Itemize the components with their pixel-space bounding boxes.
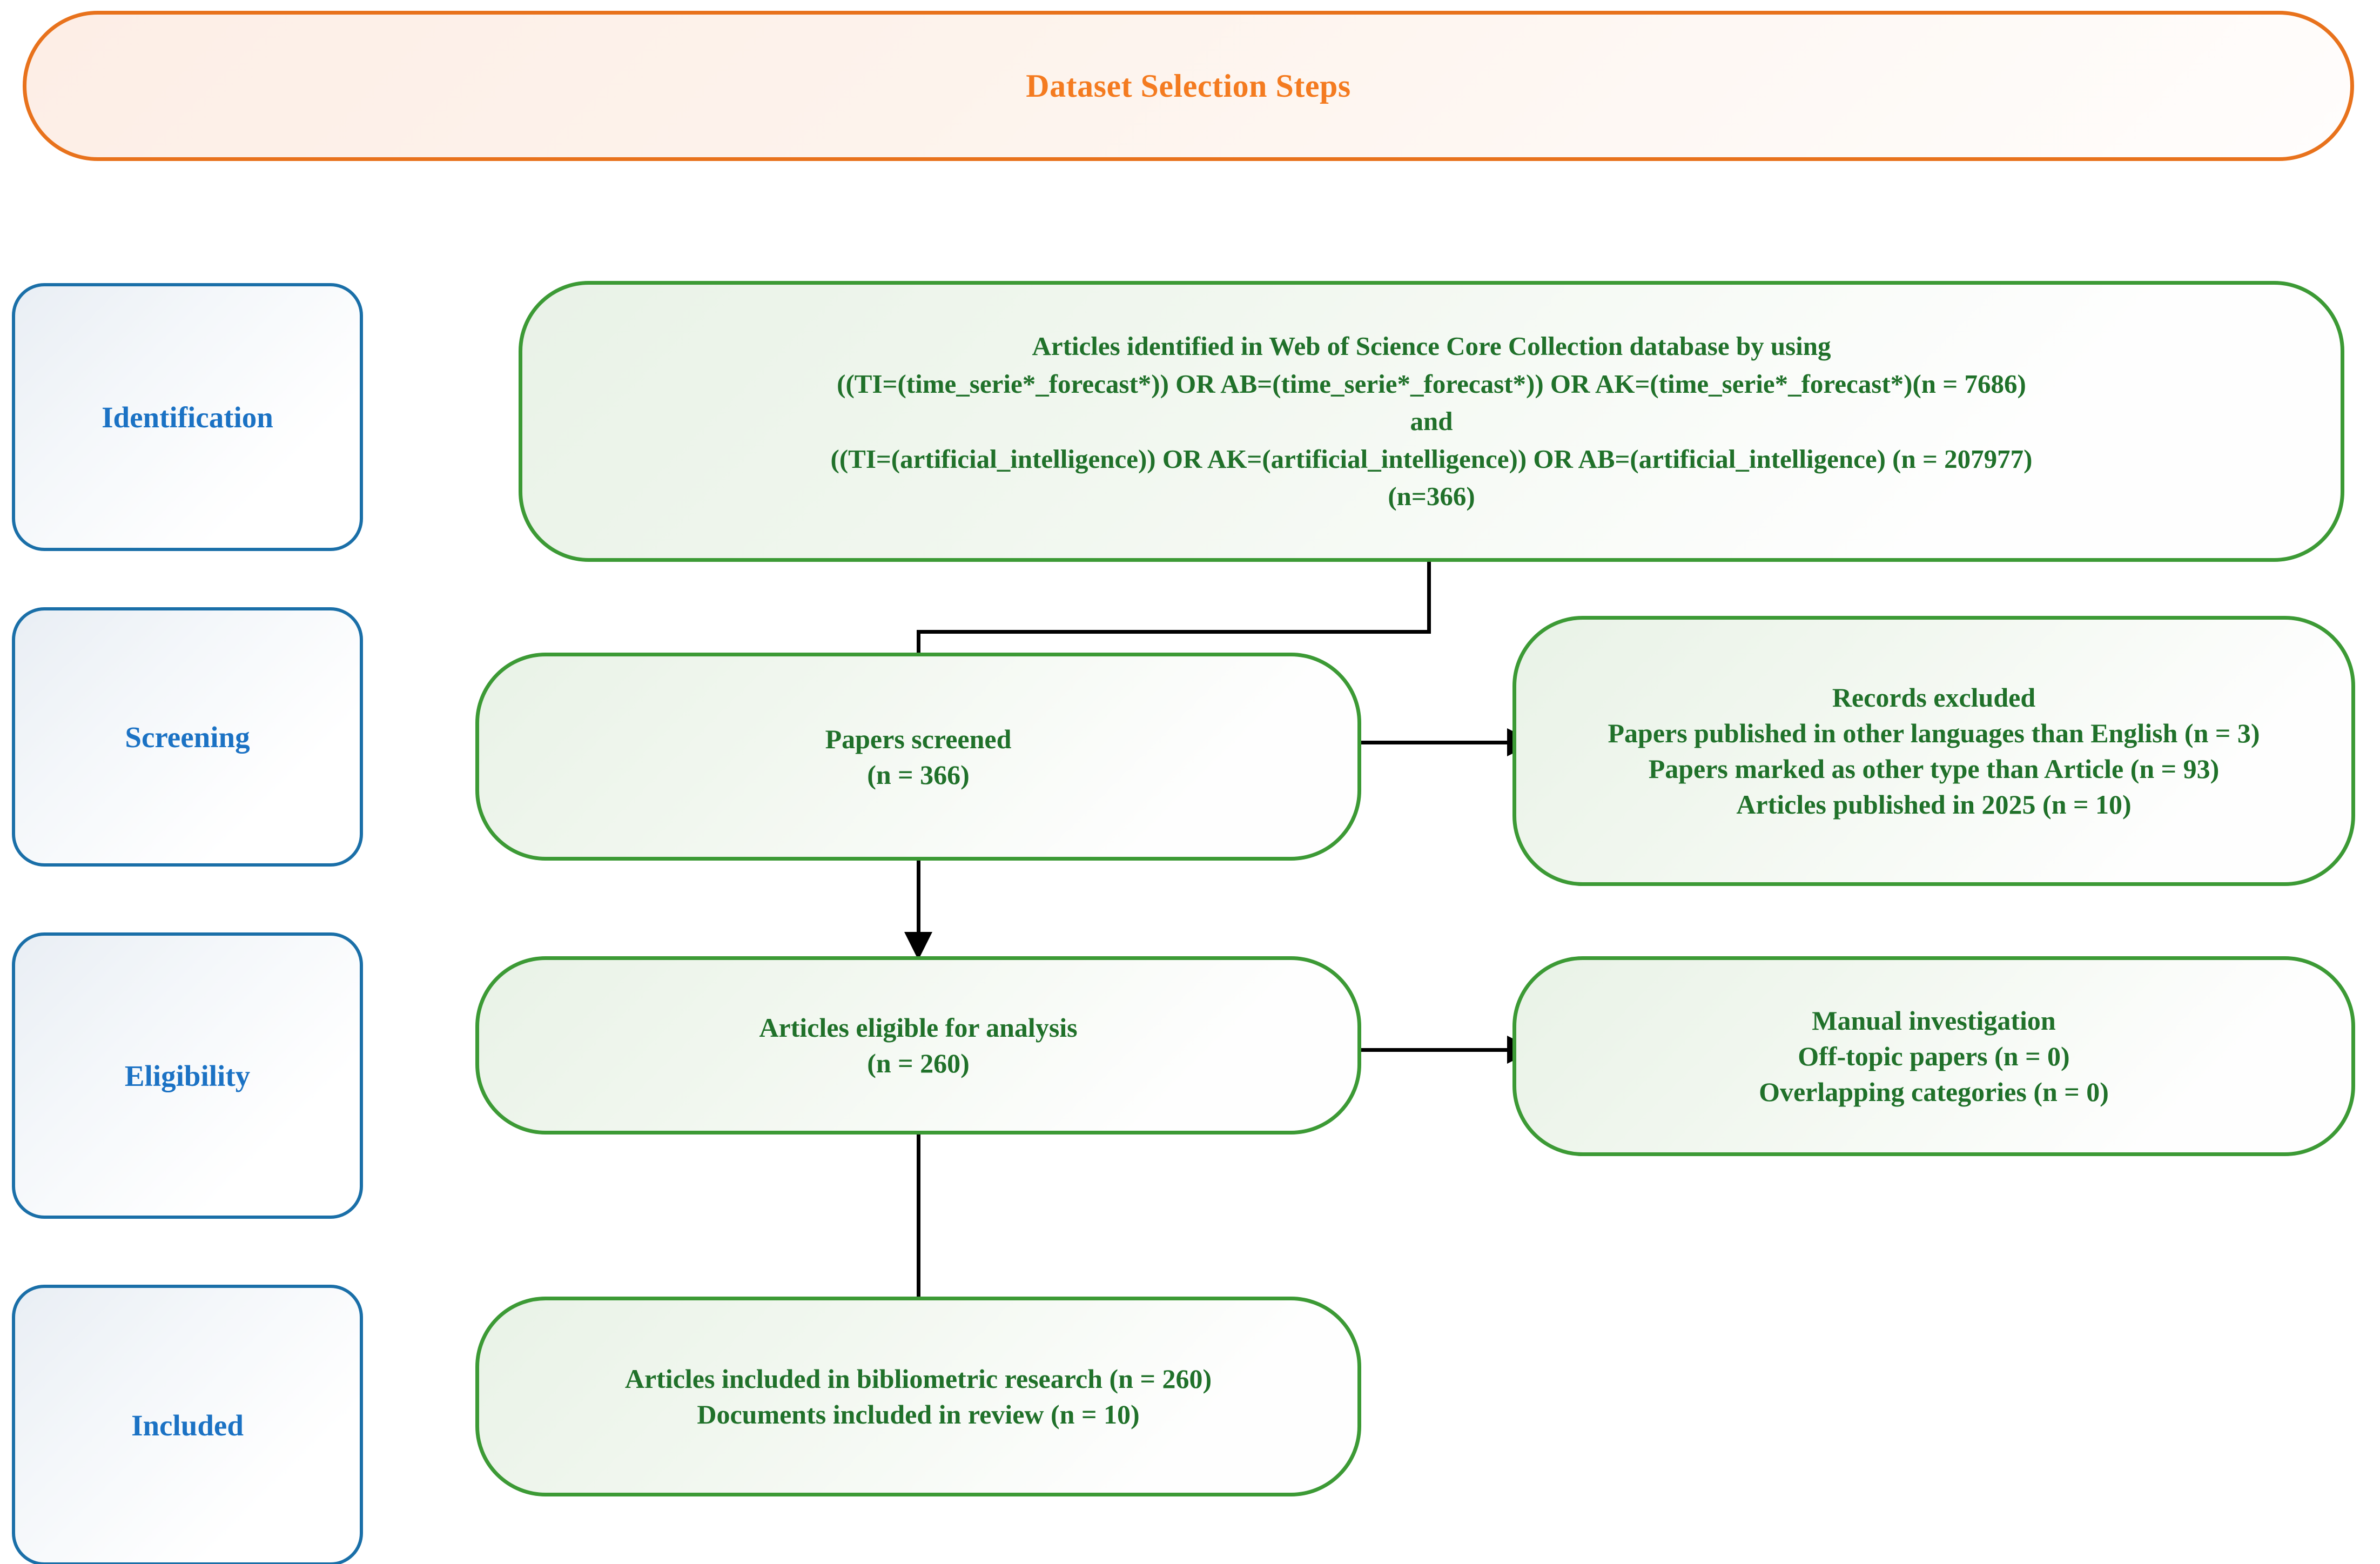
flow-box-articles-eligible: Articles eligible for analysis (n = 260) [475,956,1361,1135]
connector-eligible-to-manual [1361,1048,1534,1052]
stage-pill-identification: Identification [12,283,363,551]
flow-box-identification: Articles identified in Web of Science Co… [519,281,2344,562]
connector-screened-down [917,861,920,947]
stage-pill-included: Included [12,1285,363,1564]
page-title: Dataset Selection Steps [1026,68,1351,104]
connector-identification-vertical-stub [1427,562,1431,634]
arrow-down-to-eligible [904,932,932,960]
flow-text-identification: Articles identified in Web of Science Co… [830,331,2033,512]
stage-label-included: Included [131,1408,244,1442]
flow-box-papers-screened: Papers screened (n = 366) [475,653,1361,861]
page-title-banner: Dataset Selection Steps [23,11,2354,161]
flow-text-articles-eligible: Articles eligible for analysis (n = 260) [759,1012,1078,1078]
connector-eligible-down [917,1135,920,1383]
stage-pill-screening: Screening [12,607,363,867]
connector-identification-horizontal [917,630,1431,634]
stage-label-eligibility: Eligibility [124,1059,251,1092]
flow-box-articles-included: Articles included in bibliometric resear… [475,1297,1361,1496]
flow-text-manual-investigation: Manual investigation Off-topic papers (n… [1759,1005,2109,1107]
stage-label-identification: Identification [102,400,273,434]
flow-text-articles-included: Articles included in bibliometric resear… [624,1364,1212,1429]
flow-text-records-excluded: Records excluded Papers published in oth… [1608,682,2260,820]
stage-pill-eligibility: Eligibility [12,932,363,1219]
flow-text-papers-screened: Papers screened (n = 366) [825,723,1012,790]
flow-box-records-excluded: Records excluded Papers published in oth… [1512,616,2355,886]
stage-label-screening: Screening [125,720,250,754]
flow-box-manual-investigation: Manual investigation Off-topic papers (n… [1512,956,2355,1156]
connector-screened-to-excluded [1361,741,1534,744]
